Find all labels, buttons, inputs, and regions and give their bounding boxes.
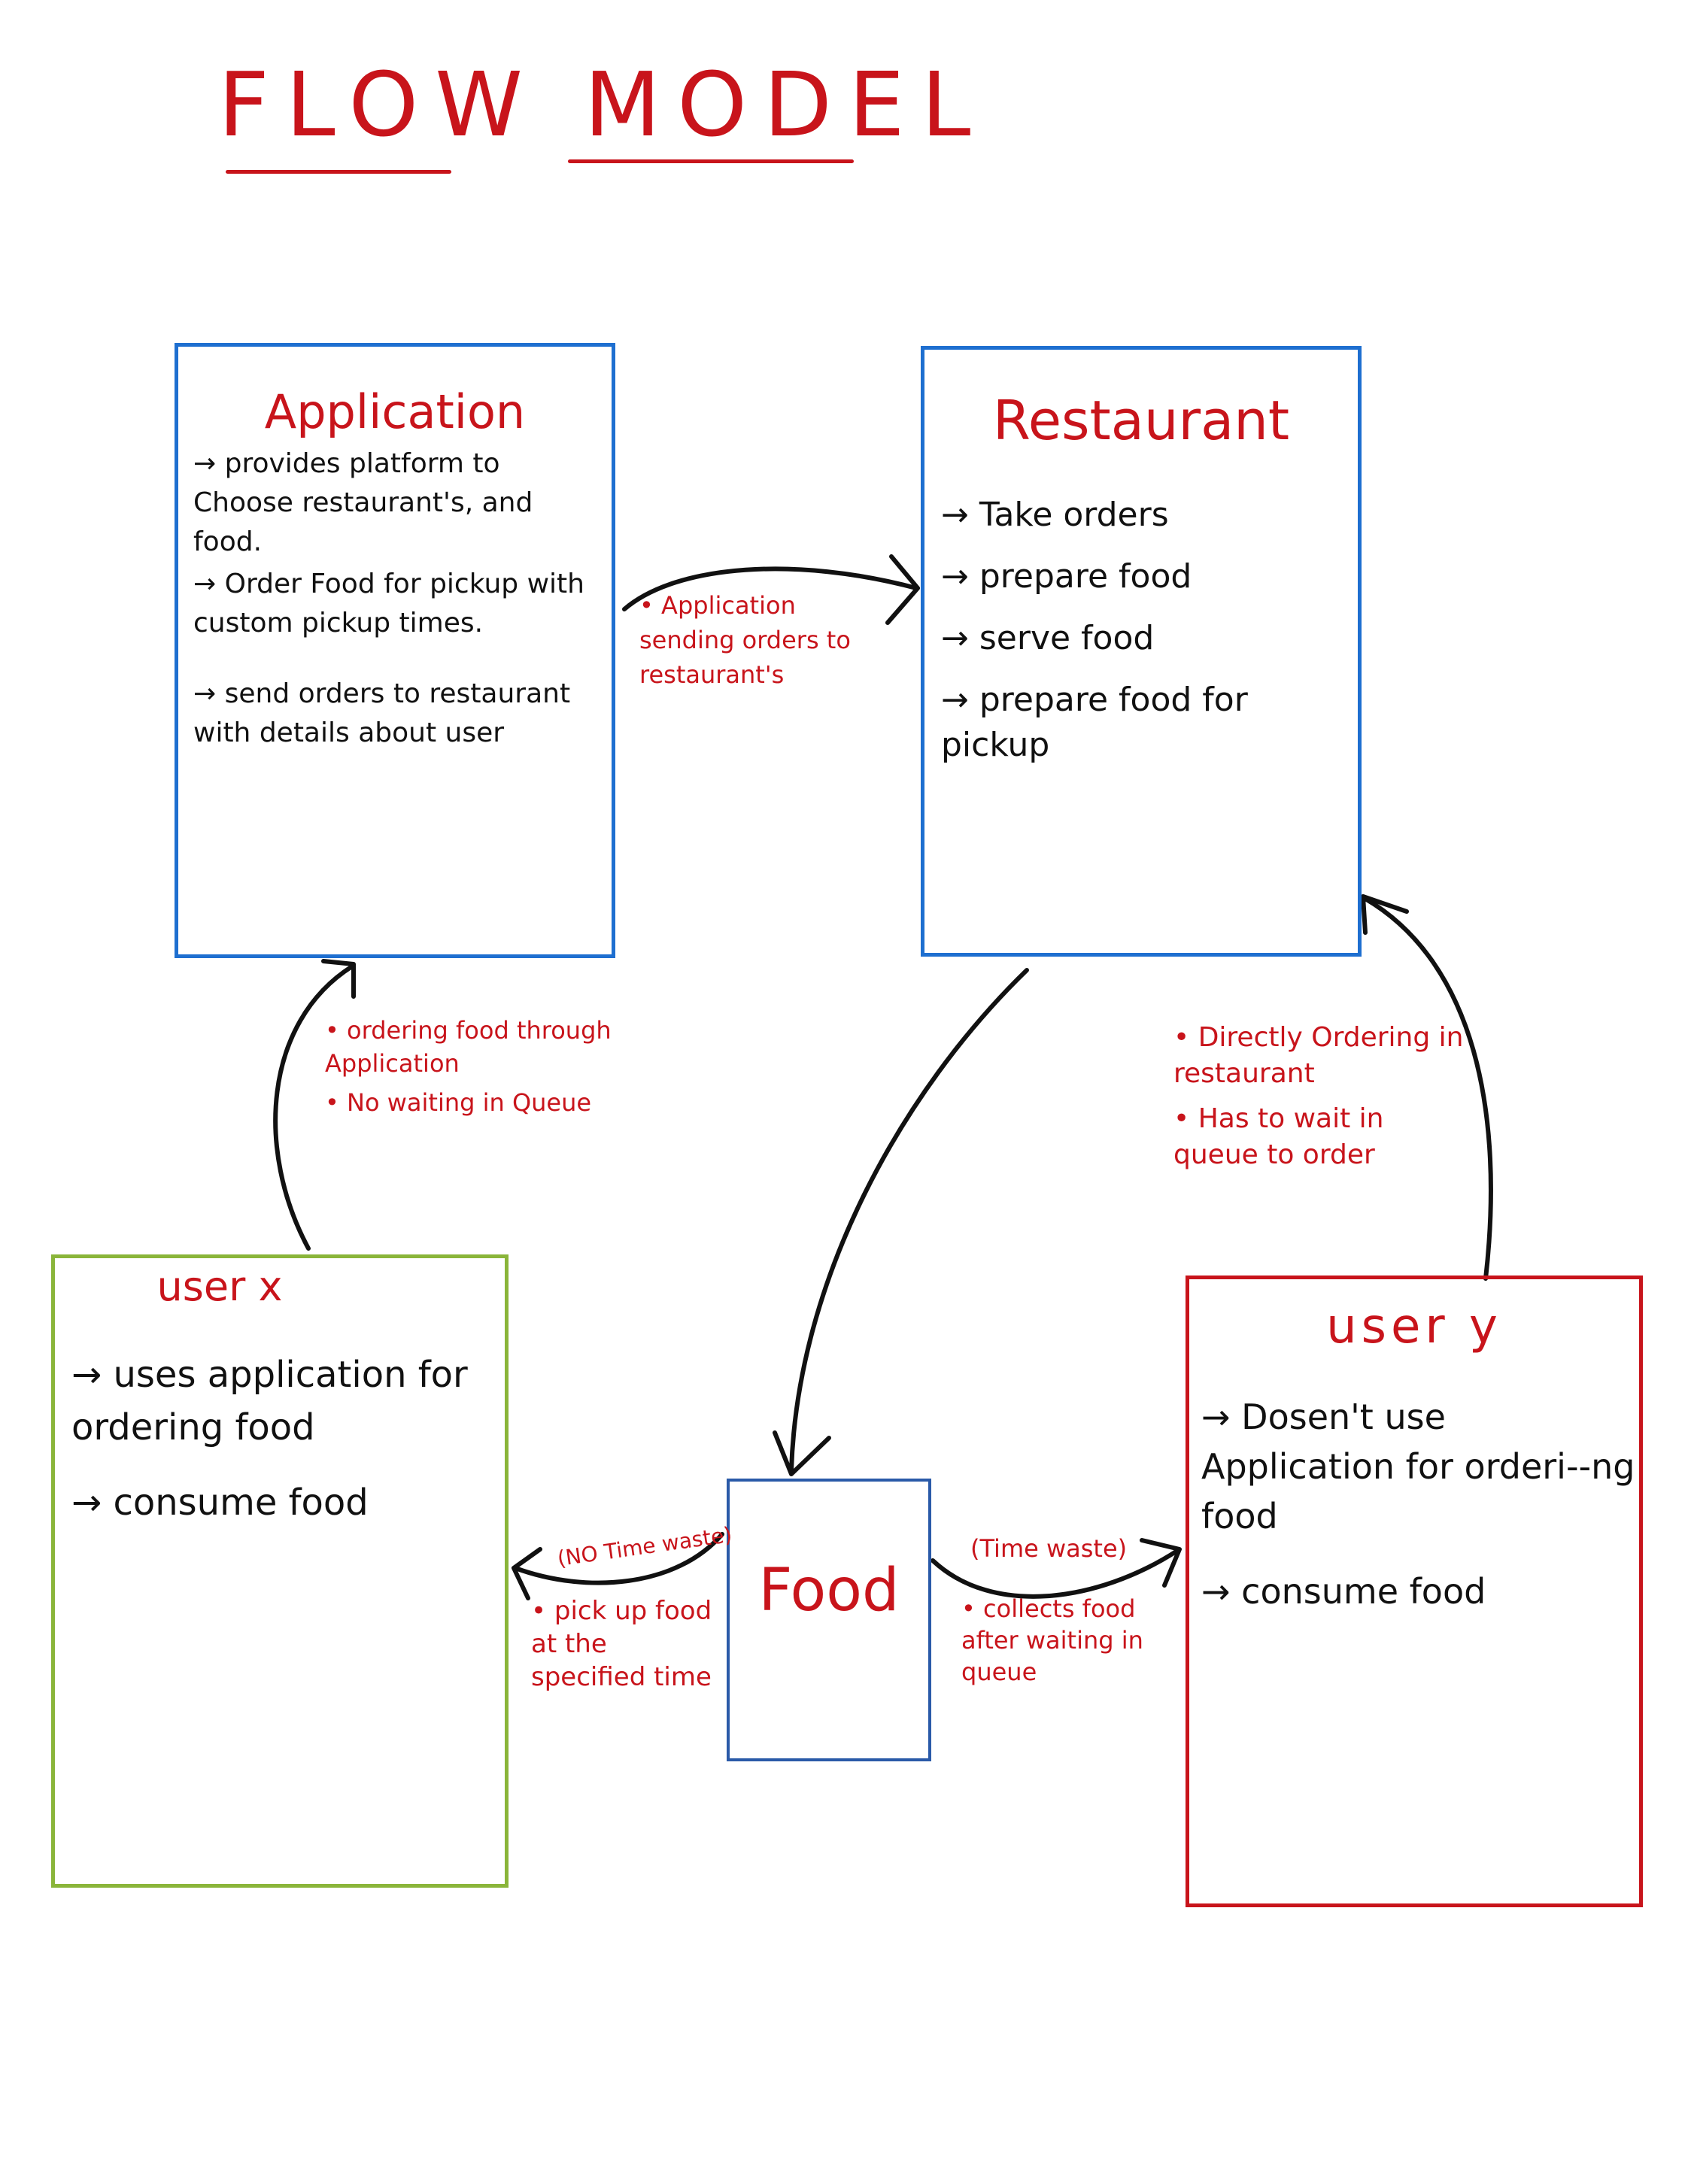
user-x-item: → uses application for ordering food <box>71 1354 468 1448</box>
arrowhead-app-to-restaurant <box>885 554 920 625</box>
right-arrow-icon: → <box>941 557 979 596</box>
note-line: pick up food at the specified time <box>531 1594 727 1694</box>
right-arrow-icon: → <box>1201 1397 1242 1437</box>
right-arrow-icon: → <box>193 569 225 599</box>
page-title: FLOW MODEL <box>218 53 988 156</box>
user-x-item: → consume food <box>71 1482 369 1524</box>
connector-userx-to-app <box>273 964 354 1251</box>
right-arrow-icon: → <box>193 678 225 709</box>
right-arrow-icon: → <box>1201 1571 1242 1612</box>
restaurant-item: → prepare food for pickup <box>941 681 1248 764</box>
connector-food-to-userx <box>513 1532 724 1585</box>
user-y-item-list: → Dosen't use Application for orderi--ng… <box>1201 1392 1638 1616</box>
title-underline-1 <box>226 170 451 174</box>
note-line: Directly Ordering in restaurant <box>1173 1020 1474 1092</box>
label-time-waste: (Time waste) <box>970 1534 1128 1563</box>
user-y-item: → consume food <box>1201 1571 1486 1612</box>
arrowhead-usery-to-restaurant <box>1361 894 1409 935</box>
right-arrow-icon: → <box>941 681 979 719</box>
note-line: ordering food through Application <box>325 1014 641 1080</box>
user-y-heading: user y <box>1326 1299 1502 1354</box>
application-item: → Order Food for pickup with custom pick… <box>193 569 584 639</box>
connector-restaurant-to-food <box>789 968 1029 1473</box>
note-app-to-restaurant: Application sending orders to restaurant… <box>639 588 895 692</box>
note-usery-to-restaurant: Directly Ordering in restaurant Has to w… <box>1173 1020 1474 1173</box>
note-food-to-usery: collects food after waiting in queue <box>961 1593 1164 1688</box>
restaurant-box: Restaurant → Take orders → prepare food … <box>921 346 1362 957</box>
note-line: Has to wait in queue to order <box>1173 1101 1474 1173</box>
title-underline-2 <box>568 159 854 163</box>
arrowhead-food-to-usery <box>1140 1538 1182 1588</box>
note-line: collects food after waiting in queue <box>961 1593 1164 1688</box>
user-x-box: user x → uses application for ordering f… <box>51 1254 509 1888</box>
right-arrow-icon: → <box>941 496 979 534</box>
application-item: → provides platform to Choose restaurant… <box>193 448 533 557</box>
right-arrow-icon: → <box>71 1354 114 1396</box>
user-y-box: user y → Dosen't use Application for ord… <box>1186 1276 1643 1907</box>
application-box: Application → provides platform to Choos… <box>175 343 615 958</box>
arrowhead-restaurant-to-food <box>773 1430 831 1476</box>
application-heading: Application <box>264 384 526 439</box>
right-arrow-icon: → <box>941 619 979 657</box>
note-food-to-userx: pick up food at the specified time <box>531 1594 727 1694</box>
arrowhead-food-to-userx <box>512 1547 542 1600</box>
restaurant-item-list: → Take orders → prepare food → serve foo… <box>941 493 1347 768</box>
restaurant-item: → Take orders <box>941 496 1169 534</box>
user-x-item-list: → uses application for ordering food → c… <box>71 1348 500 1529</box>
note-line: No waiting in Queue <box>325 1086 641 1119</box>
user-y-item: → Dosen't use Application for orderi--ng… <box>1201 1397 1635 1536</box>
note-line: Application sending orders to restaurant… <box>639 588 895 692</box>
application-item-list: → provides platform to Choose restaurant… <box>193 444 600 753</box>
note-userx-to-app: ordering food through Application No wai… <box>325 1014 641 1119</box>
user-x-heading: user x <box>156 1263 283 1310</box>
food-box: Food <box>727 1479 931 1761</box>
right-arrow-icon: → <box>193 448 225 479</box>
restaurant-heading: Restaurant <box>992 389 1290 452</box>
food-heading: Food <box>758 1557 900 1624</box>
arrowhead-userx-to-app <box>321 959 356 999</box>
restaurant-item: → serve food <box>941 619 1155 657</box>
application-item: → send orders to restaurant with details… <box>193 678 571 748</box>
right-arrow-icon: → <box>71 1482 114 1524</box>
restaurant-item: → prepare food <box>941 557 1192 596</box>
